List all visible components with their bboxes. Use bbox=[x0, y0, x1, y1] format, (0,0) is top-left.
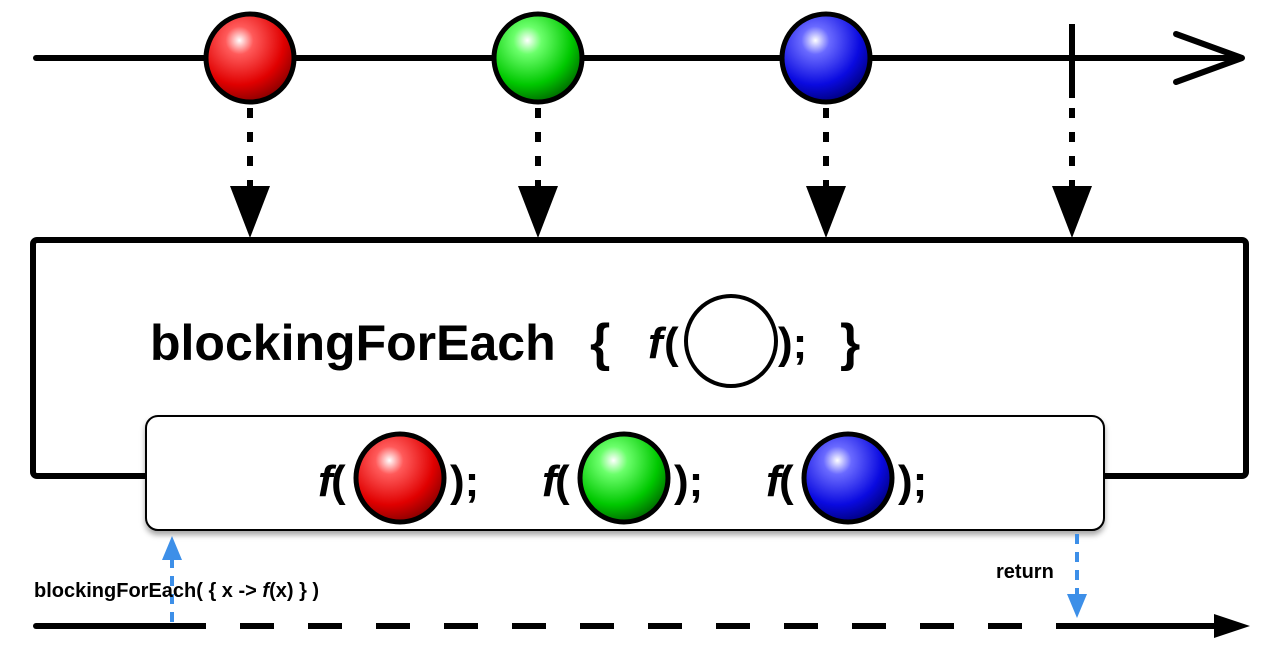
emission-arrow-red bbox=[230, 108, 270, 238]
call-open-paren: ( bbox=[331, 457, 346, 506]
source-marble-red bbox=[203, 11, 297, 105]
operator-open-paren: ( bbox=[664, 319, 679, 368]
call-func-name: f bbox=[318, 457, 337, 506]
emission-arrow-blue bbox=[806, 108, 846, 238]
call-red: f ( ); bbox=[318, 431, 479, 525]
call-blue: f ( ); bbox=[766, 431, 927, 525]
emission-arrow-green bbox=[518, 108, 558, 238]
call-func-name: f bbox=[542, 457, 561, 506]
source-marbles bbox=[203, 11, 873, 105]
calls: f ( ); f ( ); f ( ); bbox=[318, 431, 927, 525]
caller-caption: blockingForEach( { x -> f(x) } ) bbox=[34, 580, 319, 602]
call-green: f ( ); bbox=[542, 431, 703, 525]
return-label: return bbox=[996, 561, 1054, 583]
source-marble-blue bbox=[779, 11, 873, 105]
call-marble-blue bbox=[801, 431, 895, 525]
source-marble-green bbox=[491, 11, 585, 105]
operator-close-paren: ); bbox=[778, 319, 807, 368]
emission-arrow-complete bbox=[1052, 108, 1092, 238]
call-func-name: f bbox=[766, 457, 785, 506]
source-timeline-arrowhead bbox=[1173, 31, 1245, 85]
operator-label: blockingForEach { f ( ); } bbox=[150, 294, 860, 388]
call-marble-red bbox=[353, 431, 447, 525]
operator-close-brace: } bbox=[840, 314, 860, 372]
caller-timeline bbox=[33, 614, 1250, 638]
call-open-paren: ( bbox=[779, 457, 794, 506]
return-arrow bbox=[1067, 534, 1087, 618]
call-close: ); bbox=[674, 457, 703, 506]
operator-name: blockingForEach bbox=[150, 315, 556, 371]
call-open-paren: ( bbox=[555, 457, 570, 506]
call-close: ); bbox=[450, 457, 479, 506]
call-marble-green bbox=[577, 431, 671, 525]
operator-open-brace: { bbox=[590, 314, 610, 372]
placeholder-marble bbox=[684, 294, 778, 388]
operator-func-name: f bbox=[648, 319, 667, 368]
call-close: ); bbox=[898, 457, 927, 506]
emission-arrows bbox=[230, 108, 1092, 238]
caller-timeline-arrowhead bbox=[1214, 614, 1250, 638]
call-arrow bbox=[162, 536, 182, 622]
